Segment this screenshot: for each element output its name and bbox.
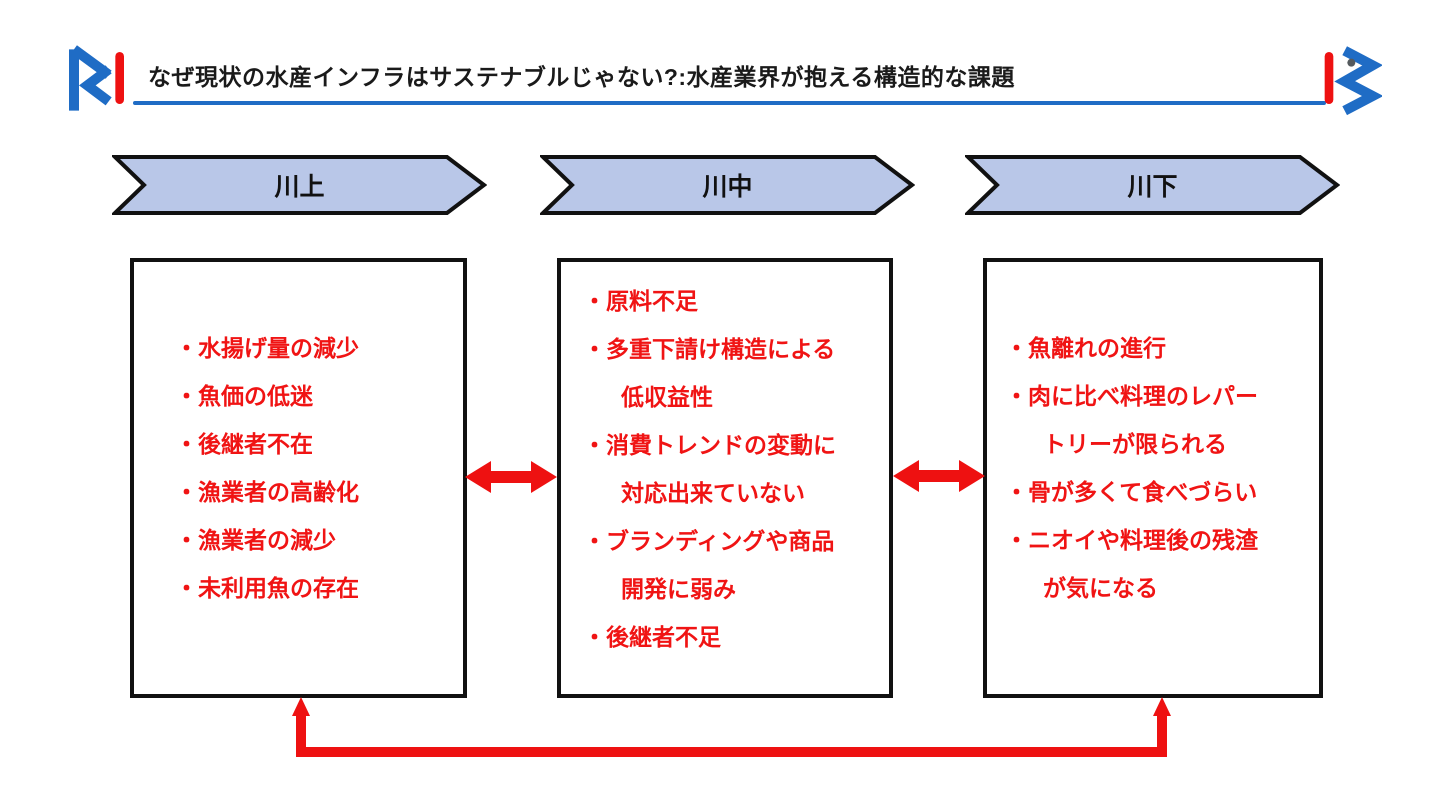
issue-item: ・消費トレンドの変動に 対応出来ていない (583, 432, 836, 506)
issue-list: ・魚離れの進行 ・肉に比べ料理のレパー トリーが限られる ・骨が多くて食べづらい… (987, 262, 1319, 612)
title-underline (133, 101, 1326, 105)
issue-item: ・漁業者の高齢化 (175, 479, 359, 505)
issue-box-kawanaka: ・原料不足 ・多重下請け構造による 低収益性 ・消費トレンドの変動に 対応出来て… (557, 258, 893, 698)
issue-item: ・骨が多くて食べづらい (1005, 479, 1258, 505)
issue-item: ・原料不足 (583, 288, 698, 314)
feedback-arrowhead-left (292, 697, 310, 716)
logo-fish-left-shape (69, 45, 124, 111)
issue-box-kawakami: ・水揚げ量の減少 ・魚価の低迷 ・後継者不在 ・漁業者の高齢化 ・漁業者の減少 … (130, 258, 467, 698)
double-arrow-icon-right (893, 460, 985, 492)
issue-item: ・水揚げ量の減少 (175, 335, 359, 361)
feedback-arrowhead-right (1153, 697, 1171, 716)
issue-item: ・魚離れの進行 (1005, 335, 1166, 361)
stage-banner-kawakami: 川上 (112, 154, 487, 216)
issue-item: ・漁業者の減少 (175, 527, 336, 553)
logo-fish-right-icon (1322, 44, 1382, 116)
issue-item: ・魚価の低迷 (175, 383, 313, 409)
stage-banner-kawanaka: 川中 (540, 154, 915, 216)
page-title: なぜ現状の水産インフラはサステナブルじゃない?:水産業界が抱える構造的な課題 (148, 64, 1015, 90)
stage-label: 川中 (702, 173, 753, 201)
stage-label: 川上 (274, 173, 325, 201)
double-arrow-icon-left (465, 461, 557, 493)
stage-label: 川下 (1127, 173, 1178, 201)
logo-fish-left-icon (66, 44, 126, 116)
issue-item: ・未利用魚の存在 (175, 575, 359, 601)
issue-item: ・肉に比べ料理のレパー トリーが限られる (1005, 383, 1258, 457)
stage-banner-kawashimo: 川下 (965, 154, 1340, 216)
issue-item: ・ブランディングや商品 開発に弱み (583, 528, 835, 602)
logo-fish-right-shape (1324, 46, 1382, 116)
issue-item: ・後継者不足 (583, 624, 721, 650)
issue-list: ・水揚げ量の減少 ・魚価の低迷 ・後継者不在 ・漁業者の高齢化 ・漁業者の減少 … (134, 262, 463, 612)
stage-arrow-shape (112, 155, 487, 215)
issue-box-kawashimo: ・魚離れの進行 ・肉に比べ料理のレパー トリーが限られる ・骨が多くて食べづらい… (983, 258, 1323, 698)
stage-arrow-shape (540, 155, 915, 215)
feedback-arrow-line (296, 710, 1167, 757)
issue-item: ・ニオイや料理後の残渣 が気になる (1005, 527, 1258, 601)
issue-item: ・後継者不在 (175, 431, 313, 457)
stage-arrow-shape (965, 155, 1340, 215)
issue-item: ・多重下請け構造による 低収益性 (583, 336, 836, 410)
issue-list: ・原料不足 ・多重下請け構造による 低収益性 ・消費トレンドの変動に 対応出来て… (561, 262, 889, 661)
